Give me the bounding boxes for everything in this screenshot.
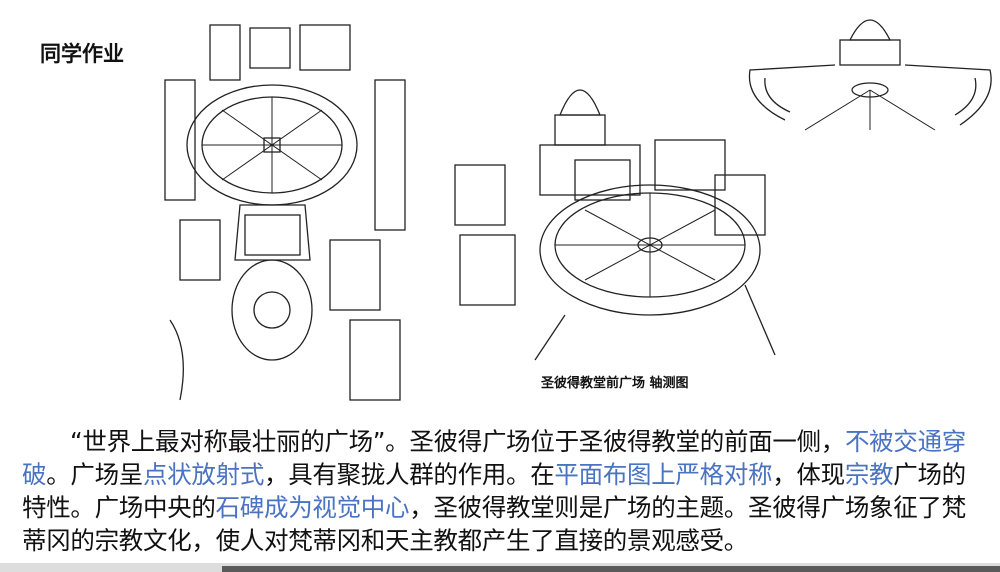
slide-title: 同学作业 [40, 42, 124, 66]
paragraph-text: ，体现 [772, 460, 845, 489]
perspective-sketch [748, 19, 992, 131]
axonometric-sketch [454, 89, 776, 361]
next-slide-image-strip [222, 566, 1000, 572]
sketch-caption: 圣彼得教堂前广场 轴测图 [541, 376, 689, 391]
paragraph-text: ，具有聚拢人群的作用。在 [264, 460, 555, 489]
plan-sketch [164, 24, 406, 401]
next-slide-edge [0, 563, 1000, 572]
paragraph-text: “世界上最对称最壮丽的广场”。圣彼得广场位于圣彼得教堂的前面一侧， [70, 427, 845, 456]
highlighted-text: 不被交通穿破 [22, 427, 966, 489]
paragraph-text: 。广场呈 [46, 460, 144, 489]
description-paragraph: “世界上最对称最壮丽的广场”。圣彼得广场位于圣彼得教堂的前面一侧，不被交通穿破。… [22, 425, 982, 557]
highlighted-text: 宗教 [844, 460, 894, 489]
paragraph-text: 广场的特性。广场中央的 [22, 460, 966, 522]
highlighted-text: 点状放射式 [143, 460, 265, 489]
paragraph-text: ，圣彼得教堂则是广场的主题。圣彼得广场象征了梵蒂冈的宗教文化，使人对梵蒂冈和天主… [22, 493, 966, 555]
highlighted-text: 平面布图上严格对称 [554, 460, 773, 489]
highlighted-text: 石碑成为视觉中心 [215, 493, 410, 522]
